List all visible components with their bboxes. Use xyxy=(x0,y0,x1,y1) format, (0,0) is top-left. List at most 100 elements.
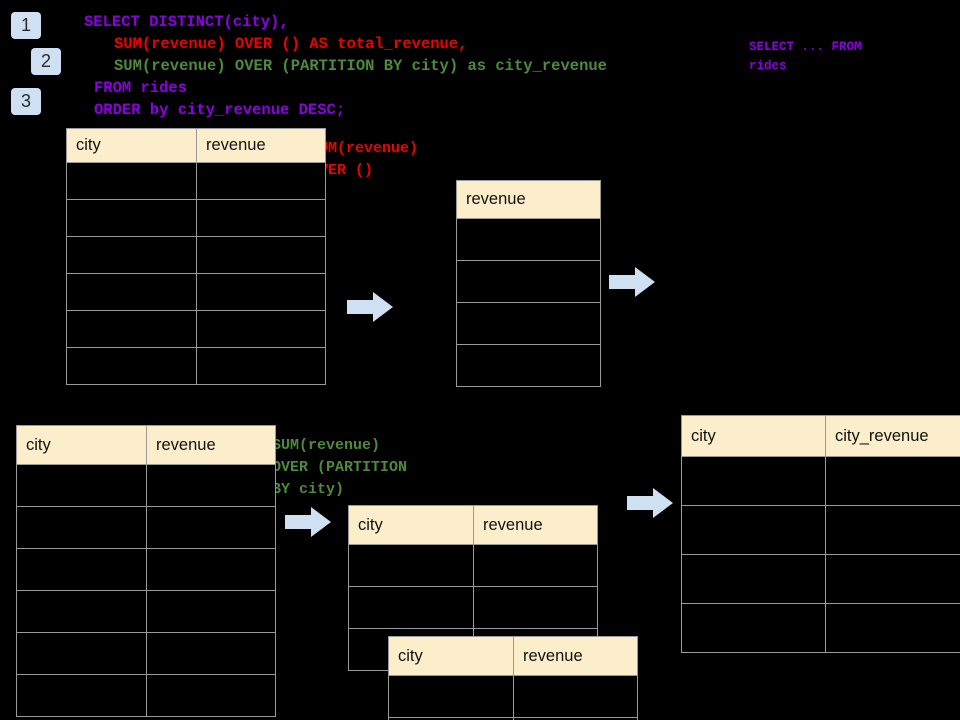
table-cell xyxy=(66,162,197,200)
table-cell xyxy=(196,310,326,348)
table-cell xyxy=(66,310,197,348)
table-cell xyxy=(196,273,326,311)
table-cell xyxy=(146,548,276,591)
table-cell xyxy=(196,236,326,274)
step-badge-2: 2 xyxy=(31,48,61,75)
arrow-head xyxy=(311,507,331,537)
table-cell xyxy=(196,199,326,237)
table-cell xyxy=(146,590,276,633)
table-row xyxy=(16,674,276,717)
table-row xyxy=(456,344,601,387)
sql-line-1: SELECT DISTINCT(city), xyxy=(84,13,289,31)
table-row xyxy=(348,586,598,629)
arrow-shaft xyxy=(627,496,655,510)
table-cell xyxy=(146,464,276,507)
table-cell xyxy=(16,464,147,507)
table-cell xyxy=(456,260,601,303)
table-row xyxy=(681,554,960,604)
table-row xyxy=(66,236,326,274)
column-header-revenue: revenue xyxy=(456,180,601,219)
sql-line-5: ORDER by city_revenue DESC; xyxy=(94,101,346,119)
step-badge-3: 3 xyxy=(11,88,41,115)
table-cell xyxy=(66,236,197,274)
column-header-revenue: revenue xyxy=(146,425,276,465)
column-header-city: city xyxy=(16,425,147,465)
table-row xyxy=(456,218,601,261)
flow-arrow-icon xyxy=(627,488,673,518)
arrow-head xyxy=(373,292,393,322)
table-row xyxy=(66,162,326,200)
table-cell xyxy=(16,506,147,549)
table-row xyxy=(66,347,326,385)
table-row xyxy=(16,464,276,507)
table-cell xyxy=(825,603,960,653)
table-row xyxy=(16,548,276,591)
arrow-shaft xyxy=(285,515,313,529)
table-row xyxy=(681,456,960,506)
table-cell xyxy=(146,674,276,717)
table-cell xyxy=(681,554,826,604)
table-total-revenue: revenue xyxy=(456,180,601,387)
table-cell xyxy=(473,586,598,629)
arrow-head xyxy=(635,267,655,297)
table-cell xyxy=(348,586,474,629)
arrow-shaft xyxy=(609,275,637,289)
select-from-rides-note: SELECT ... FROM rides xyxy=(749,40,862,73)
table-cell xyxy=(825,456,960,506)
table-cell xyxy=(146,506,276,549)
table-row xyxy=(16,590,276,633)
table-row xyxy=(388,675,638,718)
table-cell xyxy=(66,347,197,385)
table-cell xyxy=(16,590,147,633)
table-cell xyxy=(513,717,638,720)
table-cell xyxy=(681,603,826,653)
table-cell xyxy=(825,505,960,555)
table-cell xyxy=(513,675,638,718)
table-cell xyxy=(681,456,826,506)
table-cell xyxy=(456,218,601,261)
sql-line-2: SUM(revenue) OVER () AS total_revenue, xyxy=(114,35,468,53)
table-cell xyxy=(196,347,326,385)
column-header-revenue: revenue xyxy=(513,636,638,676)
flow-arrow-icon xyxy=(347,292,393,322)
sql-line-4: FROM rides xyxy=(94,79,188,97)
table-row xyxy=(681,603,960,653)
table-row xyxy=(66,273,326,311)
table-cell xyxy=(825,554,960,604)
table-row xyxy=(16,632,276,675)
table-row xyxy=(66,310,326,348)
step-badge-1: 1 xyxy=(11,12,41,39)
table-row xyxy=(388,717,638,720)
table-row xyxy=(16,506,276,549)
table-cell xyxy=(66,273,197,311)
table-cell xyxy=(66,199,197,237)
annotation-sum-over-empty: SUM(revenue) OVER () xyxy=(310,140,419,179)
table-row xyxy=(66,199,326,237)
table-header-row: revenue xyxy=(456,180,601,219)
table-cell xyxy=(456,344,601,387)
table-cell xyxy=(16,674,147,717)
table-row xyxy=(456,260,601,303)
arrow-shaft xyxy=(347,300,375,314)
column-header-city: city xyxy=(66,128,197,163)
table-cell xyxy=(196,162,326,200)
column-header-city: city xyxy=(388,636,514,676)
table-row xyxy=(456,302,601,345)
column-header-revenue: revenue xyxy=(473,505,598,545)
sql-line-3: SUM(revenue) OVER (PARTITION BY city) as… xyxy=(114,57,607,75)
sql-query-block: SELECT DISTINCT(city), SUM(revenue) OVER … xyxy=(84,11,607,121)
column-header-city_revenue: city_revenue xyxy=(825,415,960,457)
flow-arrow-icon xyxy=(285,507,331,537)
table-cell xyxy=(16,548,147,591)
arrow-head xyxy=(653,488,673,518)
flow-arrow-icon xyxy=(609,267,655,297)
